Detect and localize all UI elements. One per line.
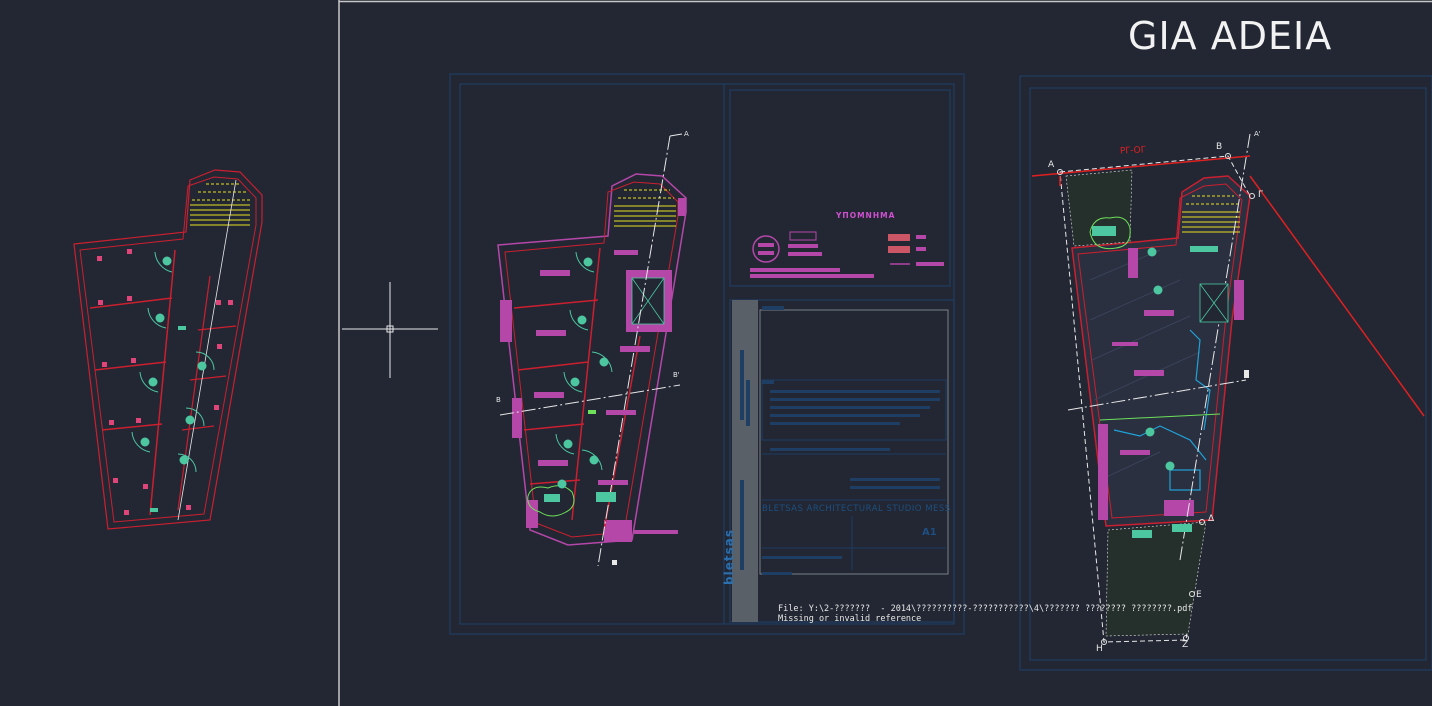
section-label-a2: A'	[1254, 130, 1261, 138]
point-label-h: H	[1096, 644, 1103, 654]
point-label-z: Z	[1182, 640, 1189, 650]
floor-plan-left[interactable]	[73, 169, 263, 530]
crosshair-cursor	[342, 282, 438, 378]
section-label-a: A	[684, 130, 689, 138]
point-label-b: B	[1216, 142, 1223, 152]
drawing-title: GIA ADEIA	[1128, 14, 1333, 58]
title-block-sheet: A1	[922, 527, 937, 538]
section-label-b: B	[496, 396, 501, 404]
title-block[interactable]	[732, 300, 947, 622]
file-reference-line1: File: Y:\2-??????? - 2014\??????????-???…	[778, 604, 1193, 614]
missing-reference-text: File: Y:\2-??????? - 2014\??????????-???…	[778, 604, 1193, 624]
logo-vertical: bletsas	[722, 529, 736, 585]
section-label-b2: B'	[673, 371, 680, 379]
file-reference-line2: Missing or invalid reference	[778, 614, 922, 624]
title-block-firm: BLETSAS ARCHITECTURAL STUDIO MESS	[762, 504, 951, 514]
floor-plan-middle[interactable]	[497, 133, 687, 567]
sheet-frame-middle[interactable]	[449, 73, 965, 635]
point-label-g: Γ	[1258, 190, 1264, 200]
legend-block[interactable]	[750, 231, 944, 278]
point-label-d: Δ	[1208, 514, 1215, 524]
sheet-frame-right[interactable]	[1019, 75, 1432, 671]
point-label-e: E	[1196, 590, 1202, 600]
site-plan-right[interactable]	[1031, 133, 1425, 645]
road-label: ΡΓ-ΟΓ	[1119, 145, 1147, 157]
legend-title: ΥΠΟΜΝΗΜΑ	[836, 211, 896, 220]
point-label-a: A	[1048, 160, 1055, 170]
